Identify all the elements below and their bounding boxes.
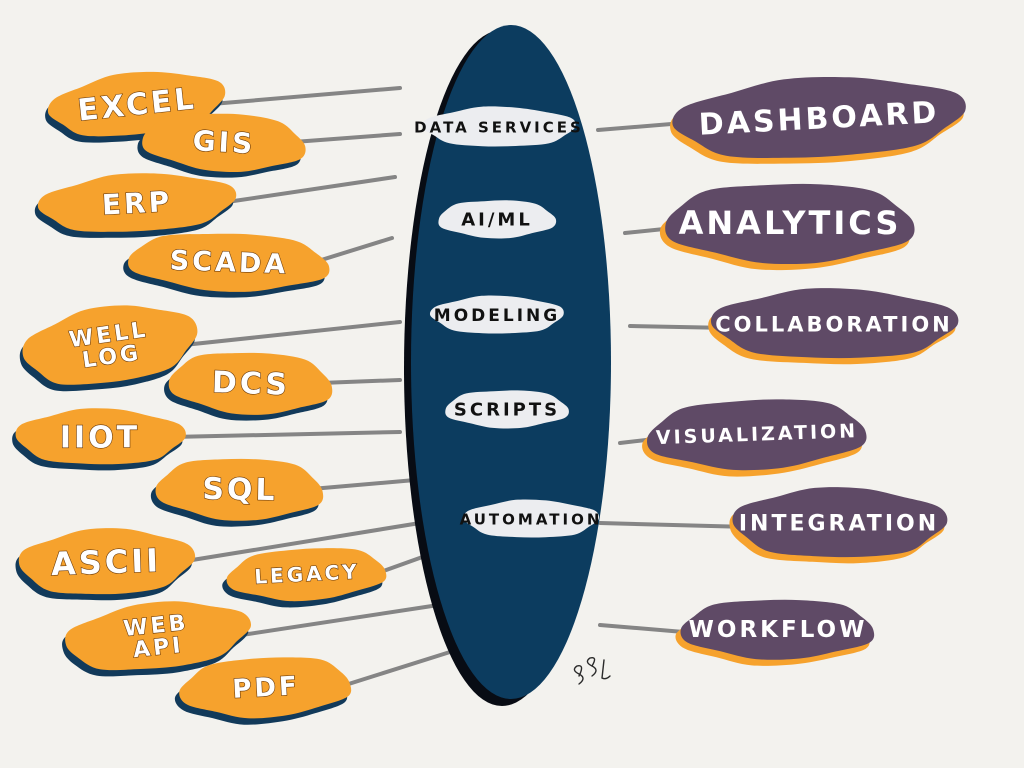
output-label: INTEGRATION: [739, 512, 939, 537]
capability-pill: [445, 390, 569, 429]
source-blob: [168, 352, 333, 415]
capability-pill: [438, 200, 557, 239]
output-collaboration: COLLABORATION: [708, 288, 959, 365]
connector-scada: [312, 236, 394, 264]
outputs: DASHBOARD ANALYTICS COLLABORATION VISUALIZA…: [642, 76, 966, 666]
source-web-api: WEBAPI: [62, 601, 251, 677]
capability-label: DATA SERVICES: [414, 118, 584, 136]
connector-integration: [598, 521, 751, 529]
connector-iiot: [169, 430, 402, 439]
source-connectors: [169, 86, 452, 689]
source-dcs: DCS: [164, 352, 333, 421]
output-integration: INTEGRATION: [729, 487, 948, 564]
source-pdf: PDF: [174, 657, 352, 725]
capability-label: AUTOMATION: [460, 510, 603, 528]
capability-modeling: MODELING: [429, 295, 564, 334]
source-well-log: WELLLOG: [19, 305, 198, 392]
source-label: ASCII: [50, 541, 161, 583]
connector-sql: [309, 478, 417, 491]
source-sql: SQL: [150, 458, 324, 527]
capability-pill: [463, 499, 600, 538]
output-label: COLLABORATION: [715, 312, 953, 336]
source-blob: [37, 173, 237, 232]
capability-ai-ml: AI/ML: [438, 200, 557, 239]
output-blob: [710, 288, 959, 359]
capability-automation: AUTOMATION: [460, 499, 603, 538]
source-label: PDF: [232, 671, 301, 704]
source-blob: [15, 408, 186, 465]
output-blob: [732, 487, 948, 558]
output-dashboard: DASHBOARD: [670, 76, 966, 164]
output-blob: [665, 183, 915, 265]
source-blob: [22, 305, 198, 385]
output-workflow: WORKFLOW: [675, 599, 875, 666]
capability-scripts: SCRIPTS: [445, 390, 569, 429]
capability-label: AI/ML: [461, 209, 533, 230]
capability-list: DATA SERVICES AI/ML MODELING SCRIPTS AUTOMAT…: [414, 106, 603, 538]
source-label: SQL: [202, 472, 278, 508]
connector-excel: [209, 86, 402, 106]
output-blob: [672, 76, 966, 158]
output-label: WORKFLOW: [689, 617, 868, 643]
source-gis: GIS: [137, 113, 306, 178]
output-visualization: VISUALIZATION: [642, 399, 867, 477]
source-scada: SCADA: [123, 233, 330, 298]
source-label: ERP: [101, 185, 173, 222]
connector-dcs: [318, 378, 402, 385]
source-label: SCADA: [169, 245, 288, 280]
source-erp: ERP: [34, 173, 237, 238]
source-blob: [226, 548, 387, 602]
connector-ascii: [177, 521, 422, 564]
capability-pill: [421, 106, 576, 147]
connector-erp: [218, 175, 397, 205]
output-label: ANALYTICS: [679, 204, 902, 242]
source-legacy: LEGACY: [222, 548, 387, 608]
output-analytics: ANALYTICS: [659, 183, 915, 271]
source-blob: [18, 528, 196, 595]
source-blob: [179, 657, 352, 719]
source-label: IIOT: [60, 421, 140, 456]
output-blob: [647, 399, 867, 471]
output-blob: [680, 599, 875, 660]
capability-data-services: DATA SERVICES: [414, 106, 584, 147]
source-iiot: IIOT: [12, 408, 186, 471]
source-label: DCS: [211, 365, 290, 403]
connector-gis: [291, 132, 402, 144]
source-blob: [155, 458, 324, 521]
connector-well-log: [181, 320, 402, 347]
connector-pdf: [337, 650, 452, 689]
capability-pill: [429, 295, 564, 334]
capability-label: MODELING: [434, 306, 560, 326]
source-blob: [65, 601, 251, 671]
capability-label: SCRIPTS: [454, 399, 560, 420]
source-blob: [128, 233, 330, 292]
source-label: LEGACY: [254, 559, 361, 588]
source-blob: [142, 113, 306, 173]
source-label: WEBAPI: [122, 610, 192, 664]
artist-signature: [573, 656, 611, 685]
source-label: GIS: [192, 124, 256, 160]
source-ascii: ASCII: [15, 528, 196, 601]
connector-web-api: [233, 604, 434, 638]
